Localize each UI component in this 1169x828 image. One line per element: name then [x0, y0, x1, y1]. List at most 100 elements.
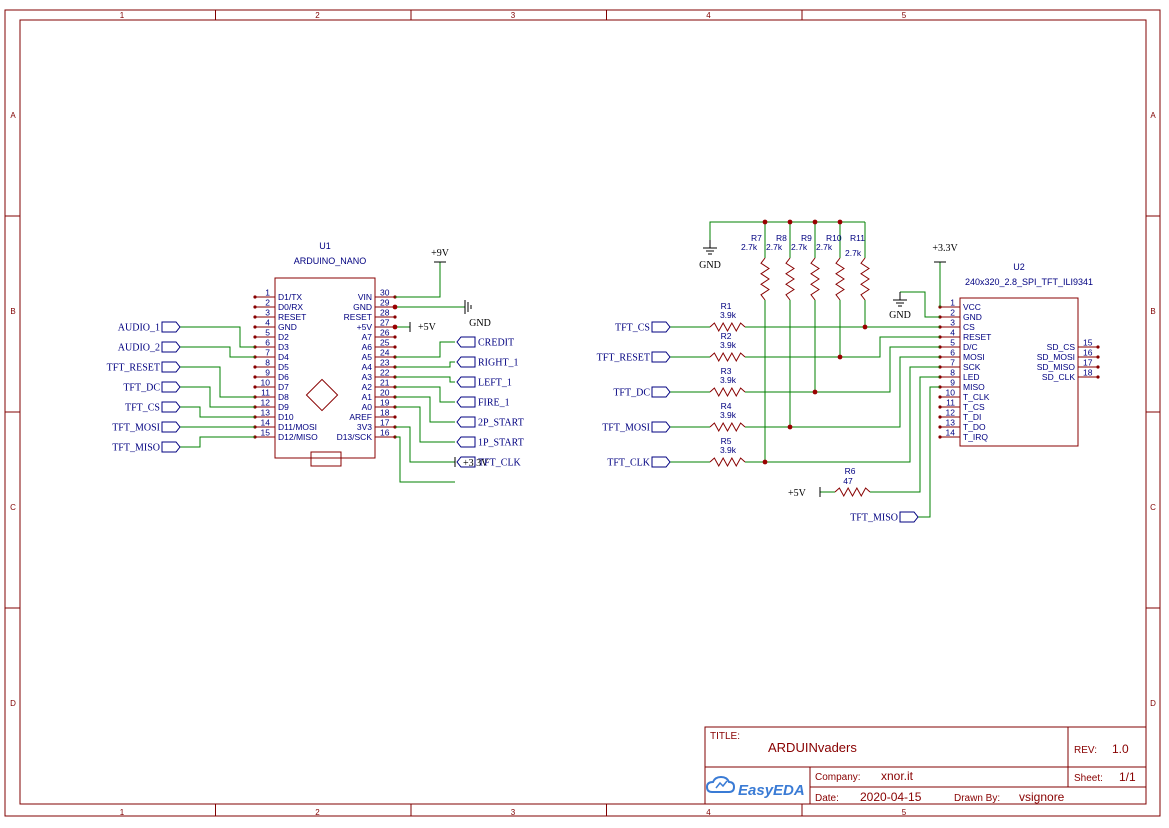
series-resistor-r3[interactable]: R33.9k — [709, 366, 746, 398]
pin-name: A7 — [362, 332, 373, 342]
junction-dot — [837, 219, 843, 225]
u1-right-net-flags: CREDITRIGHT_1LEFT_1FIRE_12P_START1P_STAR… — [456, 336, 524, 469]
pin-end-dot — [1096, 365, 1100, 369]
resistor-value: 47 — [843, 476, 853, 486]
pin-name: GND — [963, 312, 982, 322]
frame-row-label-left: B — [10, 307, 15, 316]
resistor-value: 2.7k — [741, 242, 758, 252]
pin-end-dot — [393, 335, 397, 339]
frame-col-label-top: 4 — [706, 11, 711, 20]
pin-end-dot — [253, 325, 257, 329]
pin-end-dot — [938, 395, 942, 399]
net-flag-shape — [651, 456, 671, 468]
pin-number: 19 — [380, 398, 390, 408]
pulldown-resistor-r8[interactable]: R82.7k — [766, 233, 795, 301]
resistor-ref: R8 — [776, 233, 787, 243]
sheet-label: Sheet: — [1074, 773, 1103, 784]
pin-end-dot — [253, 305, 257, 309]
pin-name: RESET — [278, 312, 306, 322]
pin-end-dot — [1096, 345, 1100, 349]
resistors: R13.9kR23.9kR33.9kR43.9kR53.9kR72.7kR82.… — [709, 233, 871, 498]
resistor-value: 2.7k — [766, 242, 783, 252]
resistor-value: 3.9k — [720, 340, 737, 350]
pin-end-dot — [253, 295, 257, 299]
junction-dot — [812, 219, 818, 225]
pin-number: 12 — [946, 408, 956, 418]
pin-name: RESET — [344, 312, 372, 322]
pin-number: 13 — [946, 418, 956, 428]
series-resistor-r1[interactable]: R13.9k — [709, 301, 746, 333]
pin-end-dot — [393, 315, 397, 319]
net-flag-shape — [899, 511, 919, 523]
resistor-body — [810, 257, 820, 301]
junction-dot — [837, 354, 843, 360]
pin-name: +5V — [357, 322, 373, 332]
net-label: TFT_MOSI — [112, 423, 160, 434]
pulldown-resistor-r9[interactable]: R92.7k — [791, 233, 820, 301]
series-resistor-r2[interactable]: R23.9k — [709, 331, 746, 363]
resistor-body — [834, 486, 871, 498]
pin-name: D2 — [278, 332, 289, 342]
net-flag-shape — [456, 416, 476, 428]
resistor-ref: R10 — [826, 233, 842, 243]
pulldown-gnd-symbol — [703, 240, 717, 255]
u2-ref: U2 — [1013, 262, 1025, 272]
rev-label: REV: — [1074, 745, 1097, 756]
net-label: AUDIO_2 — [118, 343, 160, 354]
net-flag-shape — [651, 421, 671, 433]
net-flag-shape — [456, 336, 476, 348]
pin-name: RESET — [963, 332, 991, 342]
net-label: TFT_DC — [123, 383, 160, 394]
u2-body — [959, 297, 1079, 447]
pin-name: VIN — [358, 292, 372, 302]
net-label: TFT_MOSI — [602, 423, 650, 434]
u1-body — [274, 277, 376, 459]
pin-end-dot — [938, 425, 942, 429]
resistor-ref: R6 — [845, 466, 856, 476]
series-resistor-r4[interactable]: R43.9k — [709, 401, 746, 433]
series-resistor-r5[interactable]: R53.9k — [709, 436, 746, 468]
resistor-value: 2.7k — [791, 242, 808, 252]
pulldown-resistor-r7[interactable]: R72.7k — [741, 233, 770, 301]
net-label: RIGHT_1 — [478, 358, 519, 369]
net-flag-shape — [456, 356, 476, 368]
u2-gnd-symbol — [893, 292, 907, 307]
u1-gnd-label: GND — [469, 318, 491, 329]
frame-row-label-left: A — [10, 111, 16, 120]
net-label: 1P_START — [478, 438, 524, 449]
frame-col-label-bottom: 5 — [902, 808, 907, 817]
resistor-ref: R9 — [801, 233, 812, 243]
pin-name: D11/MOSI — [278, 422, 317, 432]
resistor-value: 3.9k — [720, 375, 737, 385]
pin-name: GND — [353, 302, 372, 312]
pin-name: D3 — [278, 342, 289, 352]
easyeda-logo: EasyEDA — [705, 775, 805, 799]
pin-name: T_DO — [963, 422, 986, 432]
pin-name: SD_CLK — [1042, 372, 1075, 382]
drawn-by-value: vsignore — [1019, 790, 1065, 804]
resistor-value: 3.9k — [720, 310, 737, 320]
net-flag-shape — [161, 381, 181, 393]
net-flag-shape — [161, 361, 181, 373]
pin-number: 25 — [380, 338, 390, 348]
resistor-body — [709, 386, 746, 398]
frame-col-label-bottom: 3 — [511, 808, 516, 817]
pin-end-dot — [253, 315, 257, 319]
frame-row-label-right: D — [1150, 699, 1156, 708]
net-label: LEFT_1 — [478, 378, 512, 389]
pin-number: 5 — [265, 328, 270, 338]
u1-5v-label: +5V — [418, 322, 437, 333]
pin-name: GND — [278, 322, 297, 332]
pin-name: T_CLK — [963, 392, 990, 402]
frame-row-label-right: A — [1150, 111, 1156, 120]
pin-name: D10 — [278, 412, 294, 422]
resistor-body — [860, 257, 870, 301]
